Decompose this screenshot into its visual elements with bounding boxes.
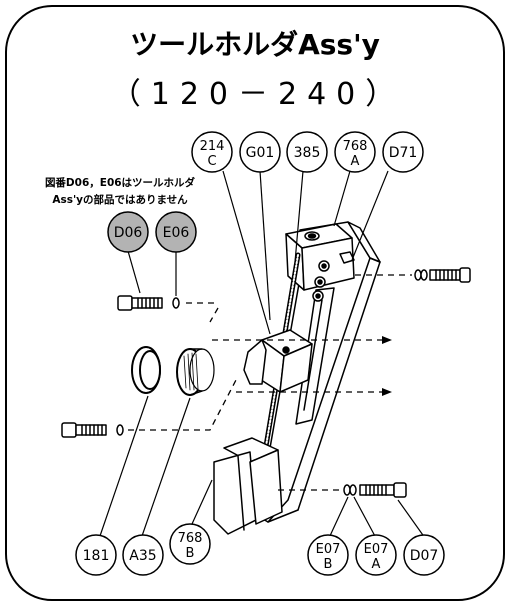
callout-a35: A35 xyxy=(122,534,164,576)
svg-text:768: 768 xyxy=(178,531,203,546)
callouts-gray: D06 E06 xyxy=(107,211,197,253)
diagram-subtitle: （120－240） xyxy=(111,77,406,112)
callout-g01: G01 xyxy=(239,131,281,173)
assembly-arrows xyxy=(382,336,392,396)
svg-text:B: B xyxy=(186,546,195,561)
note-line-2: Ass'yの部品ではありません xyxy=(52,193,188,206)
svg-text:E07: E07 xyxy=(364,542,389,557)
svg-text:768: 768 xyxy=(343,139,368,154)
bolt-d06-upper xyxy=(117,295,180,311)
callouts-bottom-left: 181 A35 768 B xyxy=(75,523,211,576)
svg-text:A35: A35 xyxy=(129,548,156,564)
callout-e06: E06 xyxy=(155,211,197,253)
svg-text:385: 385 xyxy=(294,145,321,161)
callout-181: 181 xyxy=(75,534,117,576)
svg-text:E07: E07 xyxy=(316,542,341,557)
svg-text:A: A xyxy=(351,154,360,169)
callouts-top: 214 C G01 385 768 A D71 xyxy=(191,131,424,173)
note-line-1: 図番D06，E06はツールホルダ xyxy=(45,176,196,189)
svg-text:D71: D71 xyxy=(389,145,418,161)
svg-text:B: B xyxy=(324,557,333,572)
bearing-a35 xyxy=(176,348,215,396)
svg-text:G01: G01 xyxy=(246,145,275,161)
bolt-lower-left xyxy=(61,422,124,438)
callout-d07: D07 xyxy=(403,534,445,576)
callout-d06: D06 xyxy=(107,211,149,253)
bolt-upper-right xyxy=(414,267,471,283)
nut-block-214c xyxy=(243,329,313,393)
callout-768b: 768 B xyxy=(169,523,211,565)
svg-text:C: C xyxy=(207,154,216,169)
svg-text:A: A xyxy=(372,557,381,572)
callout-385: 385 xyxy=(286,131,328,173)
leader-lines xyxy=(99,170,426,539)
svg-text:E06: E06 xyxy=(163,225,190,241)
svg-text:214: 214 xyxy=(200,139,225,154)
svg-text:D07: D07 xyxy=(410,548,439,564)
svg-text:181: 181 xyxy=(83,548,110,564)
callouts-bottom-right: E07 B E07 A D07 xyxy=(307,534,445,576)
callout-768a: 768 A xyxy=(334,131,376,173)
diagram-frame xyxy=(5,5,505,601)
callout-e07b: E07 B xyxy=(307,534,349,576)
bolt-lower-right xyxy=(343,482,407,498)
diagram-title: ツールホルダAss'y xyxy=(130,28,380,61)
assembly-guide-lines xyxy=(128,274,412,491)
callout-214c: 214 C xyxy=(191,131,233,173)
callout-d71: D71 xyxy=(382,131,424,173)
ring-181 xyxy=(131,346,161,394)
svg-text:D06: D06 xyxy=(114,225,143,241)
callout-e07a: E07 A xyxy=(355,534,397,576)
bottom-block xyxy=(213,437,283,535)
